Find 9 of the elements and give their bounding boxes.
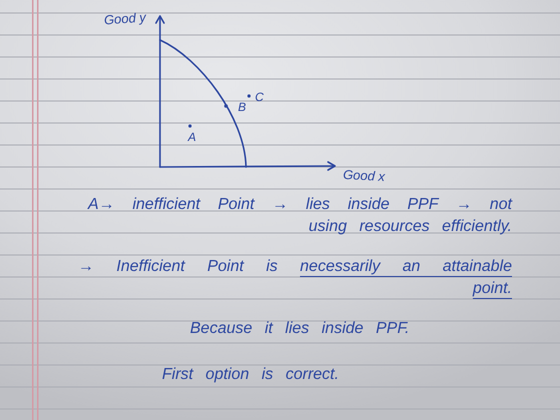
point-label: B — [238, 99, 246, 115]
handwritten-note: A→ inefficient Point → lies inside PPF → not using resources efficiently. — [88, 195, 512, 237]
point-label: C — [255, 89, 264, 105]
handwritten-note: → Inefficient Point is necessarily an attainable point. — [78, 257, 512, 299]
axis-label: Good x — [342, 166, 386, 186]
point-label: A — [188, 129, 196, 145]
handwritten-note: First option is correct. — [162, 365, 339, 385]
axis-label: Good y — [104, 10, 146, 28]
handwritten-note: Because it lies inside PPF. — [190, 319, 410, 339]
